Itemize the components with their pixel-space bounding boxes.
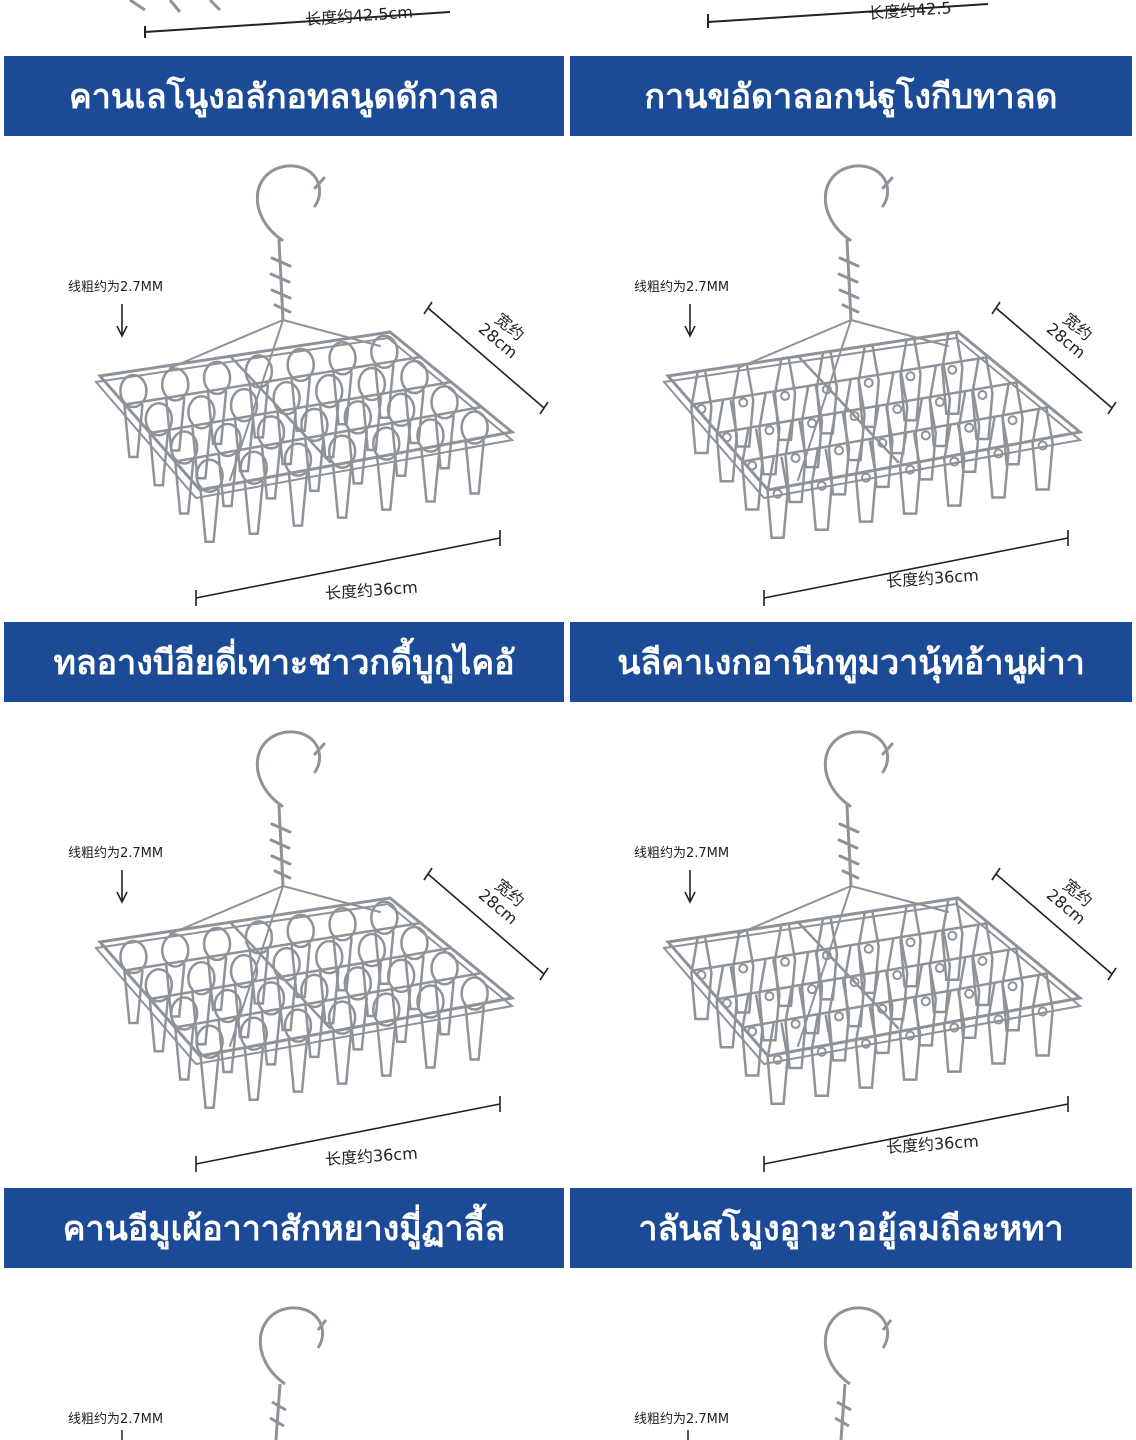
hanger-6-partial-image — [687, 1306, 893, 1440]
top-left-partial-hanger — [129, 0, 451, 38]
wire-thickness-label: 线粗约为2.7MM — [634, 1412, 730, 1427]
banner-1: คานเลโนูงอลักอทลนูดดักาลล — [4, 56, 564, 136]
hanger-1-image — [94, 164, 549, 606]
wire-thickness-label: 线粗约为2.7MM — [634, 280, 730, 295]
banner-4: นลีคาเงกอานีกทูมวานุ้ทอ้านูผ่าา — [570, 622, 1132, 702]
wire-thickness-label: 线粗约为2.7MM — [68, 280, 164, 295]
top-right-strip: 长度约42.5 — [568, 0, 1136, 55]
hanger-5-partial-image — [121, 1306, 328, 1440]
banner-5: คานอีมูเผ้อาาาสักหยางมูี่ฏาลี้ล — [4, 1188, 564, 1268]
wire-thickness-label: 线粗约为2.7MM — [634, 846, 730, 861]
banner-6: าลันสโมูงอูาะาอยู้ลมถีละหทา — [570, 1188, 1132, 1268]
banner-3: ทลอางบีอียดี่เทาะชาวกดี้บูกูไคอั — [4, 622, 564, 702]
wire-thickness-label: 线粗约为2.7MM — [68, 1412, 164, 1427]
hanger-3-image — [94, 730, 549, 1172]
hanger-4-image — [662, 730, 1117, 1172]
hanger-cell-6: 线粗约为2.7MM — [568, 1272, 1136, 1440]
hook — [824, 164, 890, 242]
banner-2: กานขอัดาลอกน่ฐูโงกีบทาลด — [570, 56, 1132, 136]
hanger-2-image — [662, 164, 1117, 606]
top-left-strip: 长度约42.5cm — [0, 0, 568, 55]
hook — [256, 164, 322, 242]
wire-thickness-label: 线粗约为2.7MM — [68, 846, 164, 861]
hook — [824, 730, 890, 808]
hanger-cell-5: 线粗约为2.7MM — [0, 1272, 568, 1440]
hook — [256, 730, 322, 808]
top-right-partial-hanger — [707, 3, 989, 28]
